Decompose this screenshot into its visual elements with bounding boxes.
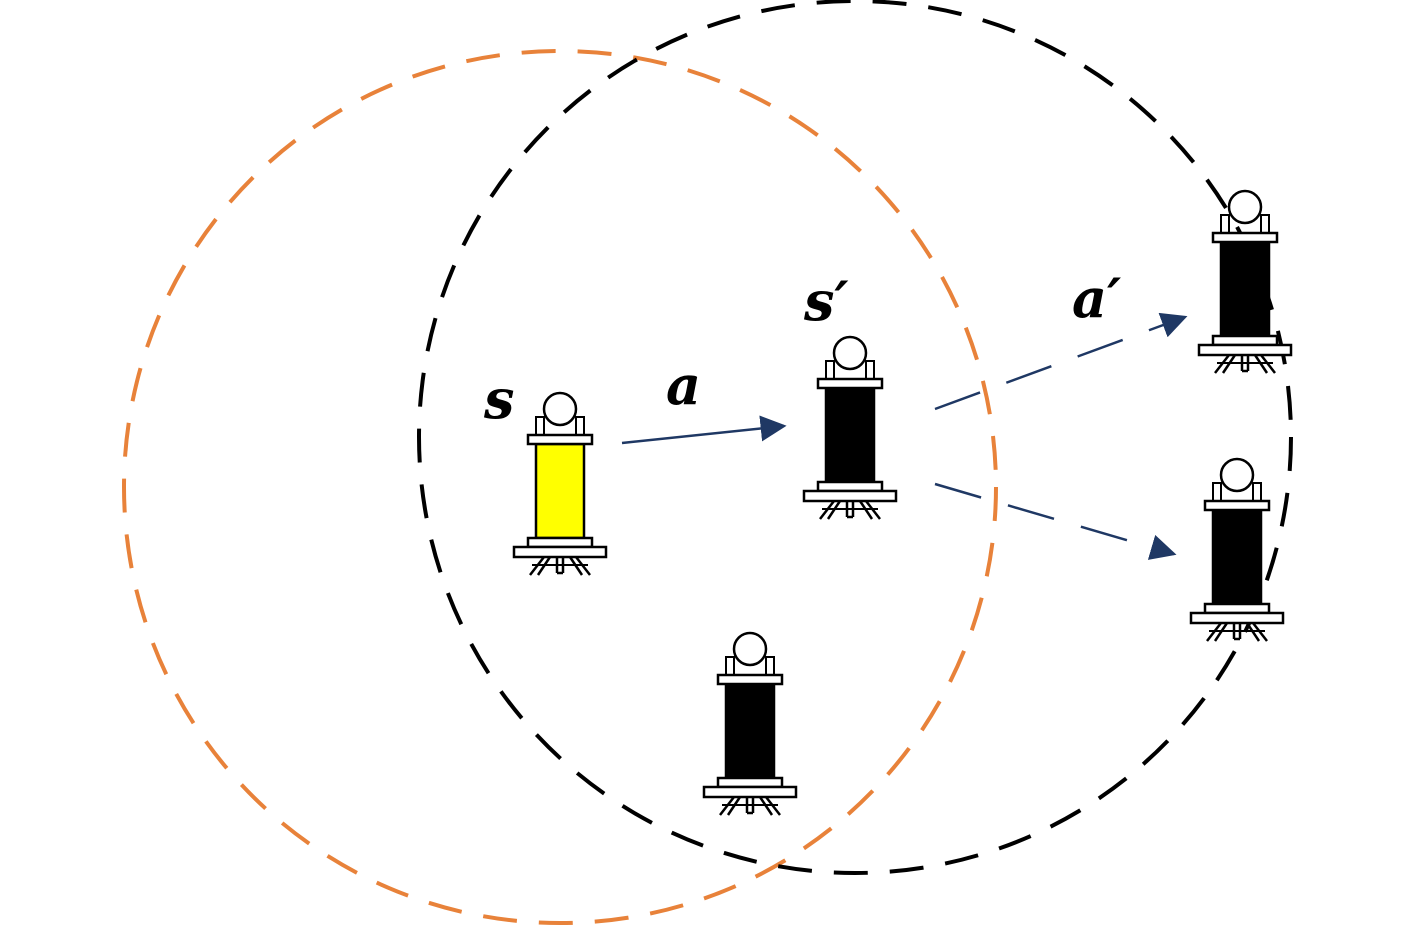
range-circle-current [122, 49, 998, 925]
black-sensor-node-icon [804, 337, 896, 519]
action-label: a [666, 353, 701, 417]
next-action-label: a′ [1072, 266, 1121, 330]
black-sensor-node-icon [1199, 191, 1291, 373]
yellow-sensor-node-icon [514, 393, 606, 575]
state-label: s [483, 367, 514, 431]
next-action-arrow-lower [934, 482, 1177, 560]
next-state-label: s′ [803, 269, 849, 333]
range-circle-next [417, 0, 1293, 875]
black-sensor-node-icon [1191, 459, 1283, 641]
black-sensor-node-icon [704, 633, 796, 815]
action-arrow [621, 415, 787, 445]
next-action-arrow-upper [934, 312, 1188, 411]
